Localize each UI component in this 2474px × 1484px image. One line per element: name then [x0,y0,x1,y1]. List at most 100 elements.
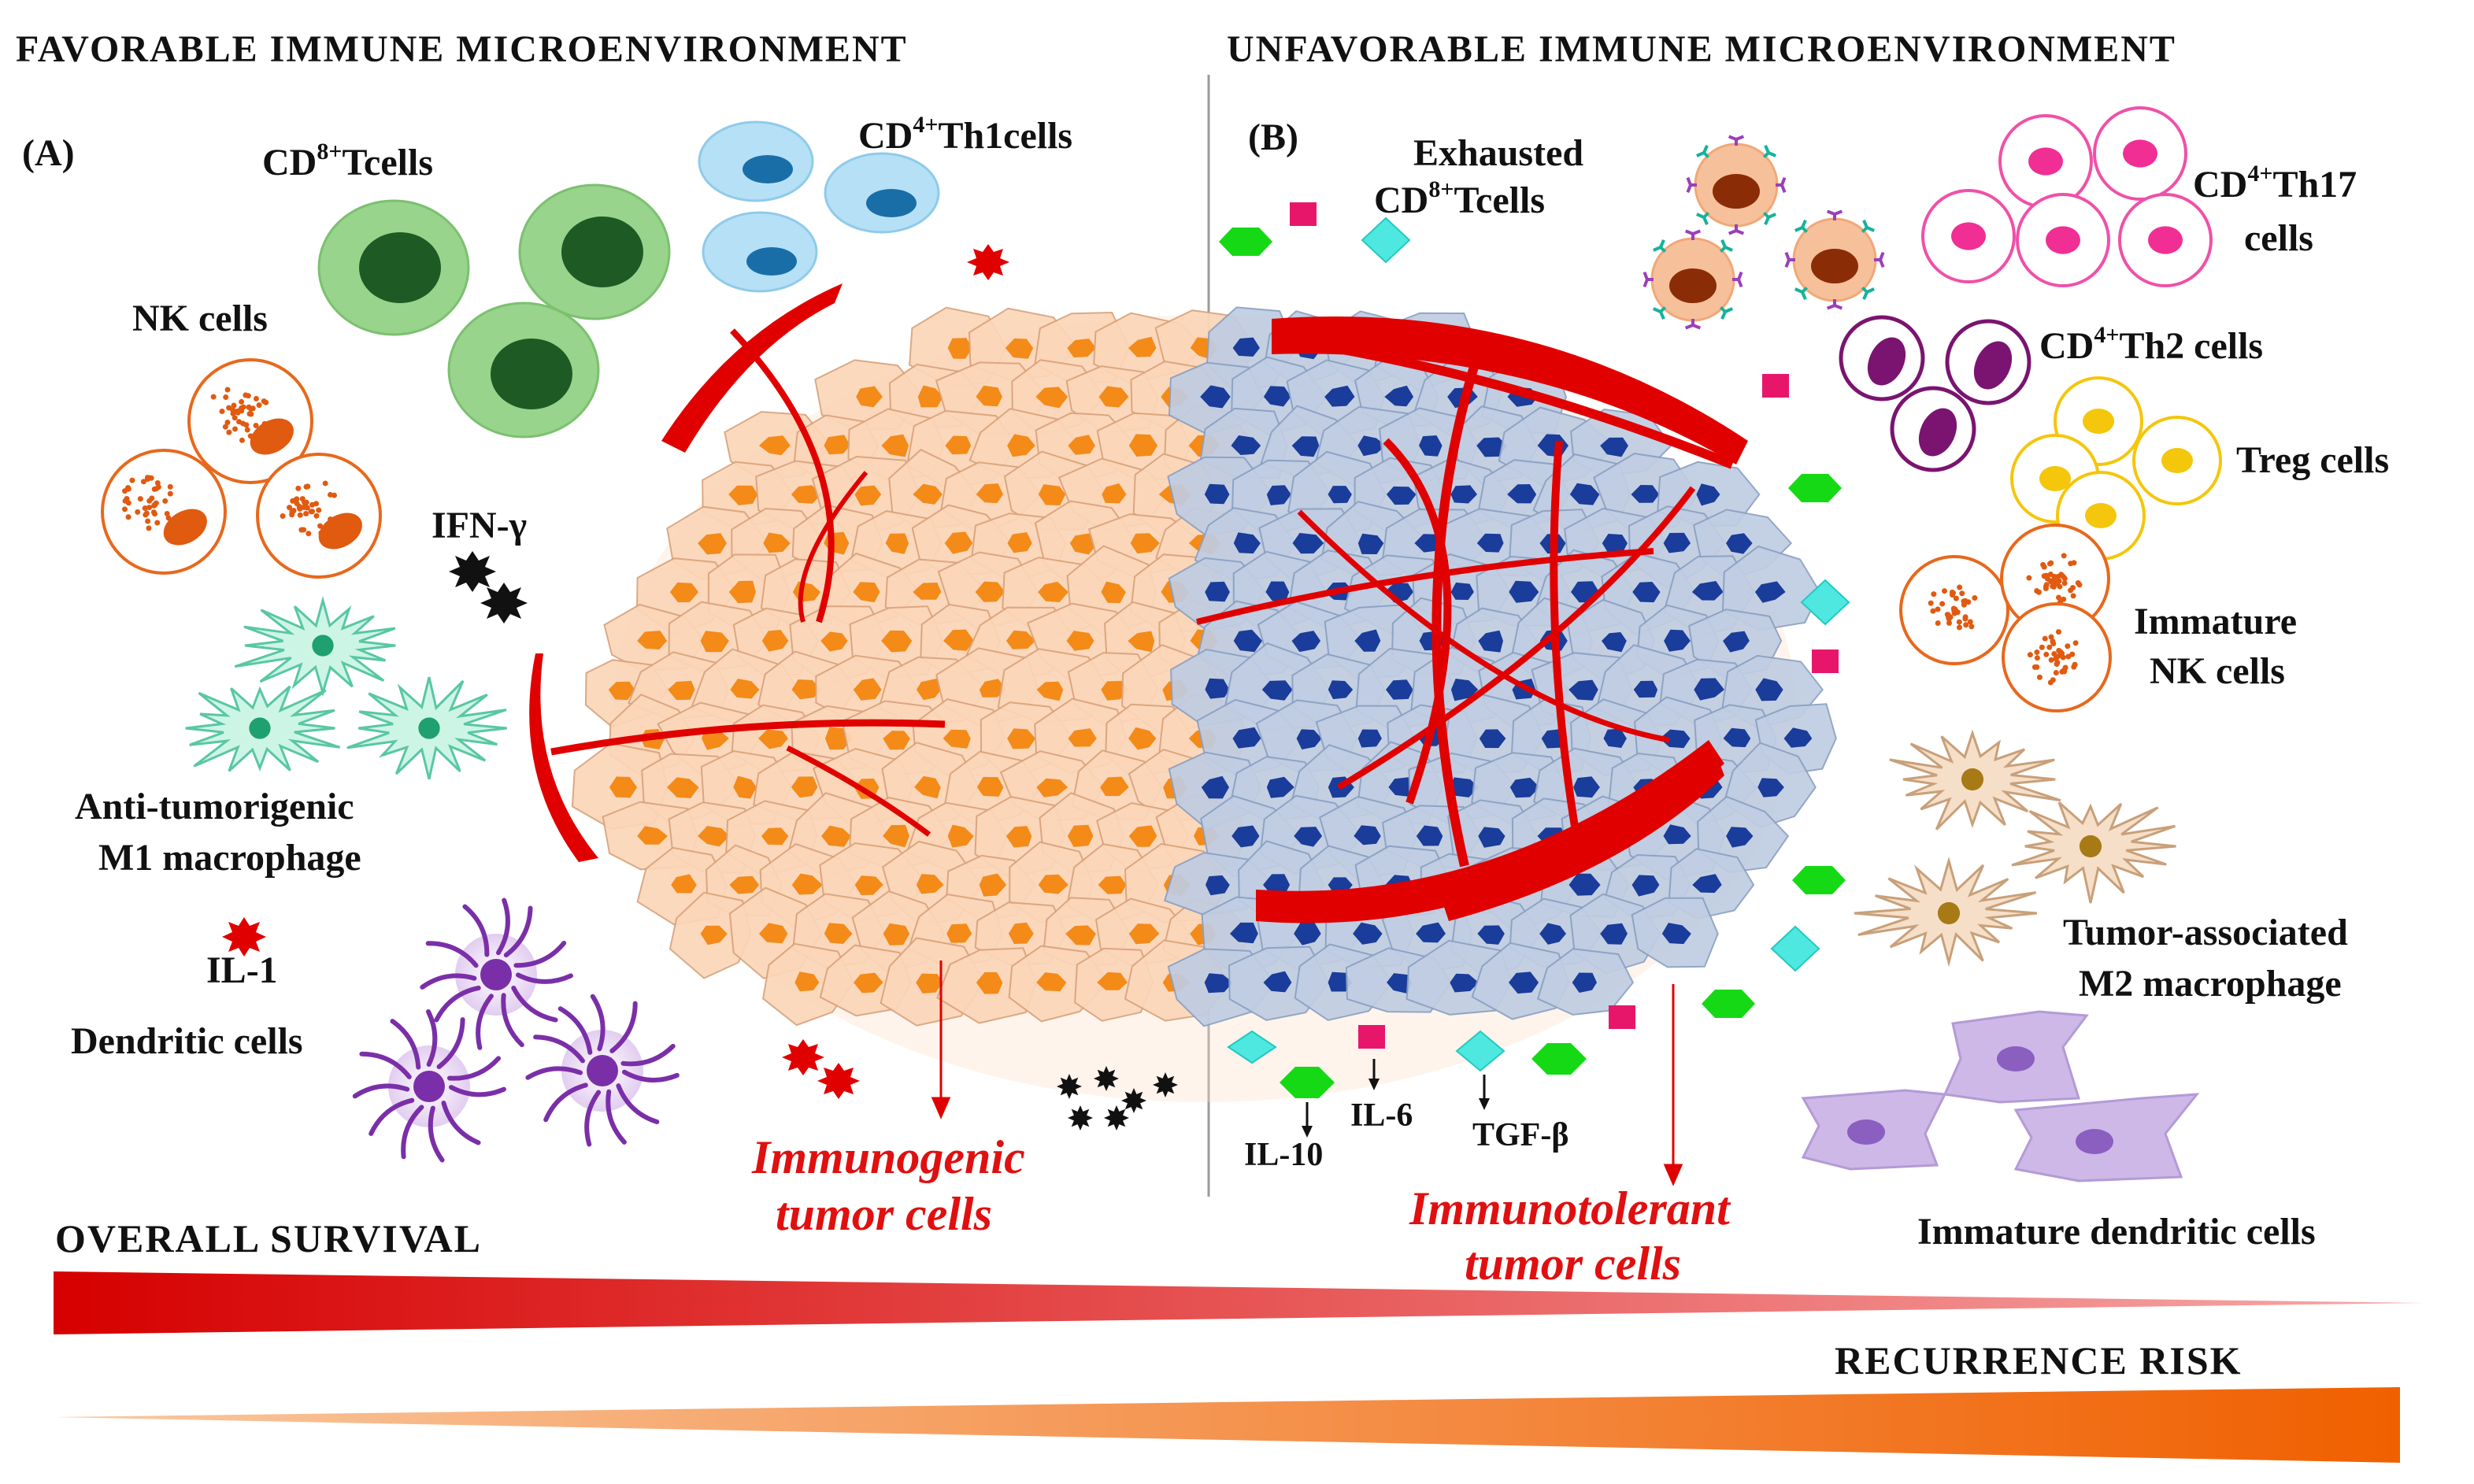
tumor-nucleus [883,923,910,946]
tumor-nucleus [1631,485,1660,503]
tumor-nucleus [1660,729,1691,749]
tumor-nucleus [1128,631,1155,653]
dendritic-cells-label: Dendritic cells [71,1020,303,1062]
immunotolerant-label-line1: Immunotolerant [1409,1182,1731,1234]
tumor-nucleus [1509,971,1539,994]
tumor-nucleus [853,678,882,701]
blood-vessels [529,283,1748,923]
tumor-nucleus [1206,875,1230,896]
tumor-nucleus [1602,632,1627,653]
tumor-nucleus [1233,629,1263,653]
tumor-nucleus [1201,775,1229,799]
tumor-nucleus [1038,874,1068,894]
tumor-nucleus [1600,923,1628,945]
tumor-nucleus [733,775,757,799]
tumor-nucleus [1101,680,1128,701]
tumor-nucleus [1291,631,1321,653]
tumor-nucleus [1691,581,1724,601]
tumor-nucleus [881,434,909,457]
tumor-nucleus [1067,824,1094,847]
tumor-nucleus [758,729,788,749]
favorable-header: FAVORABLE IMMUNE MICROENVIRONMENT [16,28,908,70]
suppressive-cytokines [1219,202,1850,1029]
tumor-nucleus [1130,533,1160,554]
tumor-nucleus [1008,922,1034,944]
tumor-nucleus [1694,678,1724,701]
tumor-nucleus [728,580,756,604]
tumor-nucleus [761,827,789,846]
tumor-nucleus [730,679,760,699]
tumor-nucleus [1067,339,1096,357]
tumor-nucleus [791,679,821,700]
tumor-nucleus [1006,826,1032,848]
tumor-nucleus [947,824,974,848]
tumor-nucleus [1128,825,1157,847]
tumor-nucleus [916,973,943,994]
tumor-nucleus [1664,629,1691,652]
tumor-nucleus [821,825,851,847]
tumor-nucleus [1328,680,1354,700]
tumor-nucleus [1755,678,1783,701]
tumor-nucleus [1100,776,1129,797]
tumor-nucleus [1573,776,1600,798]
tumor-nucleus [1479,729,1506,749]
immature-nk-label-line2: NK cells [2150,650,2285,692]
tumor-nucleus [944,531,973,554]
tumor-nucleus [1232,727,1261,749]
tumor-nucleus [1539,923,1566,945]
overall-survival-bar [54,1271,2425,1334]
tumor-nucleus [1450,973,1479,993]
tumor-nucleus [1007,532,1032,553]
tumor-nucleus [1204,483,1230,505]
tumor-nucleus [761,630,789,652]
immunotolerant-tumor-cells [1163,306,1837,1027]
tumor-nucleus [1569,483,1600,505]
tumor-nucleus [1726,533,1753,554]
tumor-nucleus [1572,972,1597,993]
tumor-nucleus [1509,777,1540,798]
tumor-nucleus [1098,875,1127,894]
cd4-th17-cells [1921,106,2213,287]
exhausted-cd8-t-cells [1643,135,1885,330]
tumor-nucleus [667,777,699,798]
tumor-nucleus [1509,580,1539,603]
tumor-nucleus [1097,971,1128,990]
nk-cell [187,358,313,484]
tumor-nucleus [1631,875,1660,897]
tumor-nucleus [758,435,791,456]
tumor-nucleus [1603,728,1627,748]
tumor-nucleus [1354,629,1381,652]
exhausted-label-line2: CD8+Tcells [1374,176,1545,221]
unfavorable-header: UNFAVORABLE IMMUNE MICROENVIRONMENT [1227,28,2176,70]
exhausted-label-line1: Exhausted [1413,132,1583,174]
immunogenic-label-line2: tumor cells [776,1188,992,1240]
tumor-nucleus [1068,728,1097,747]
m1-macrophages [185,595,507,780]
tumor-nucleus [1266,485,1291,505]
tumor-nucleus [824,435,850,455]
tumor-nucleus [1128,923,1160,945]
il1-icon [222,917,266,957]
tumor-nucleus [1723,631,1750,653]
tumor-nucleus [916,678,942,701]
cd4-th1-cells-label: CD4+Th1cells [858,112,1072,157]
il6-label: IL-6 [1350,1097,1413,1134]
tumor-nucleus [728,485,758,505]
ifn-gamma-icon [449,551,528,624]
recurrence-risk-label: RECURRENCE RISK [1835,1338,2243,1382]
tumor-nucleus [854,972,883,994]
tumor-nucleus [856,386,883,408]
tumor-nucleus [763,532,791,553]
tumor-nucleus [943,629,974,651]
tumor-nucleus [1128,336,1157,357]
tumor-nucleus [976,971,1003,994]
tumor-nucleus [916,874,944,894]
tumor-nucleus [1663,824,1691,845]
tumor-nucleus [759,923,788,944]
tumor-nucleus [1066,631,1094,651]
tumor-nucleus [943,729,971,749]
tumor-nucleus [946,923,972,943]
tumor-nucleus [1292,532,1324,554]
tumor-nucleus [794,971,820,992]
immature-dendritic-cells [1801,1010,2200,1182]
